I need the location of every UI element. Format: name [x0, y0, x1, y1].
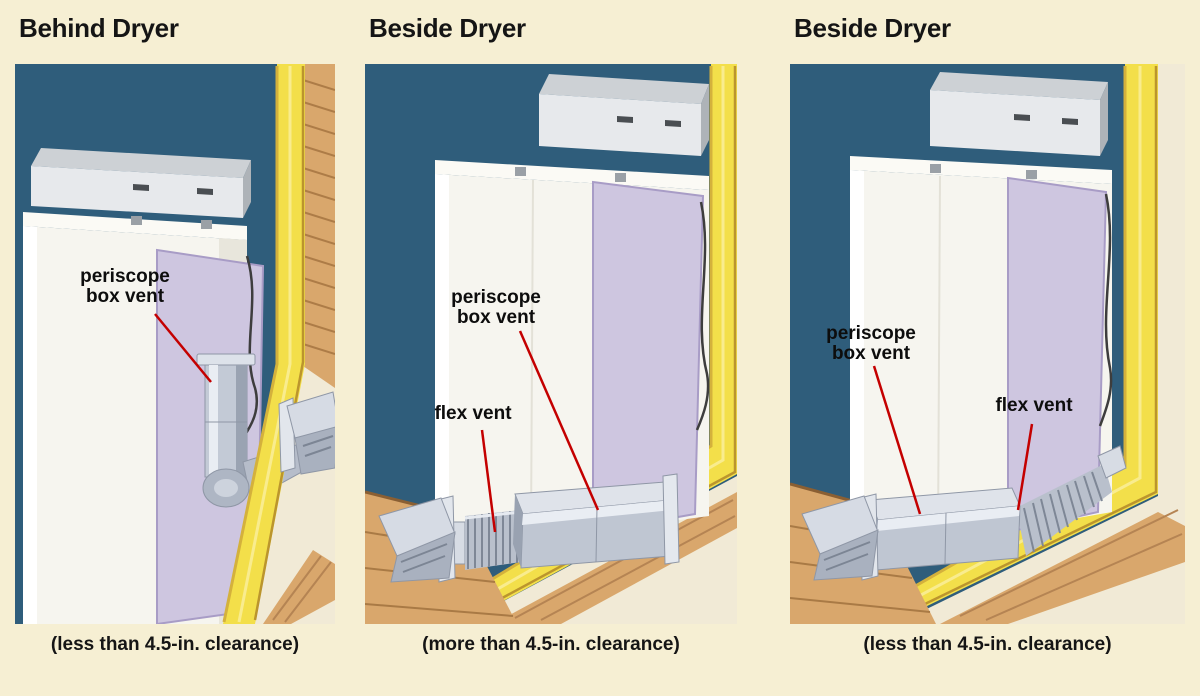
flex-vent-tube	[1016, 445, 1127, 556]
flex-vent-tube	[452, 510, 522, 570]
label-line: periscope	[826, 323, 916, 344]
illustration-behind-dryer: periscope box vent	[15, 64, 335, 624]
label-line: box vent	[85, 285, 165, 307]
insulation-band	[222, 64, 305, 624]
periscope-box-vent	[513, 473, 680, 569]
power-cord	[1098, 193, 1113, 427]
clearance-caption: (less than 4.5-in. clearance)	[863, 634, 1112, 655]
label-flex-vent: flex vent	[421, 404, 525, 424]
illustration-svg	[790, 64, 1185, 624]
panel-title: Beside Dryer	[369, 13, 526, 43]
panel-title: Beside Dryer	[794, 13, 951, 43]
clearance-caption: (more than 4.5-in. clearance)	[422, 634, 680, 655]
wood-trim	[263, 550, 335, 624]
dryer-back-panel	[1007, 176, 1108, 534]
leader-line-periscope	[518, 330, 600, 511]
leader-line-flex	[1016, 423, 1034, 511]
leader-line-flex	[480, 429, 497, 533]
periscope-box-vent	[868, 487, 1021, 571]
vent-hood	[378, 495, 456, 583]
label-line: flex vent	[434, 403, 512, 424]
wood-siding	[302, 64, 335, 388]
illustration-svg	[15, 64, 335, 624]
label-flex-vent: flex vent	[982, 396, 1086, 416]
power-cord	[695, 201, 710, 431]
label-line: periscope	[80, 266, 170, 287]
clearance-caption: (less than 4.5-in. clearance)	[50, 634, 300, 655]
dryer-back-panel	[592, 180, 705, 534]
illustration-svg	[365, 64, 737, 624]
panel-behind-dryer: Behind Dryer	[15, 0, 335, 696]
vent-hood	[801, 493, 879, 581]
label-periscope-box-vent: periscope box vent	[55, 267, 195, 306]
wood-trim	[940, 509, 1185, 624]
panel-beside-dryer-more: Beside Dryer	[365, 0, 737, 696]
vent-hood	[278, 391, 335, 475]
illustration-beside-dryer-less: periscope box vent flex vent	[790, 64, 1185, 624]
label-line: periscope	[451, 287, 541, 308]
panel-beside-dryer-less: Beside Dryer	[790, 0, 1185, 696]
label-line: box vent	[831, 342, 911, 364]
leader-line-periscope	[154, 313, 212, 383]
illustration-beside-dryer-more: periscope box vent flex vent	[365, 64, 737, 624]
label-line: flex vent	[995, 395, 1073, 416]
label-periscope-box-vent: periscope box vent	[431, 288, 561, 327]
power-cord	[241, 255, 259, 439]
leader-line-periscope	[872, 365, 922, 515]
label-periscope-box-vent: periscope box vent	[806, 324, 936, 363]
label-line: box vent	[456, 306, 536, 328]
panel-title: Behind Dryer	[19, 13, 179, 43]
